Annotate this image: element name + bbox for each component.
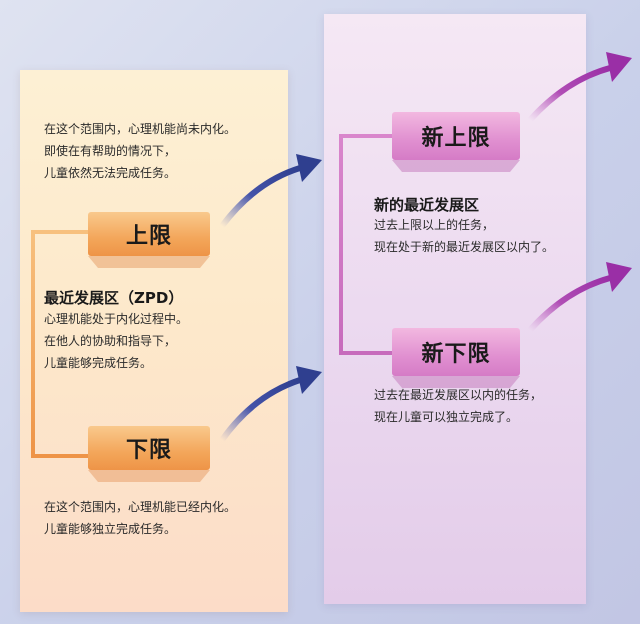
text-line: 在这个范围内，心理机能已经内化。 (44, 500, 237, 514)
arrow-right-up-icon (219, 154, 322, 229)
zpd-heading: 最近发展区（ZPD） (44, 289, 184, 307)
text-line: 儿童能够独立完成任务。 (44, 522, 177, 536)
badge-shadow (88, 470, 210, 482)
lower-zone-text: 在这个范围内，心理机能已经内化。 儿童能够独立完成任务。 (44, 496, 236, 540)
badge-shadow (88, 256, 210, 268)
new-upper-limit-badge: 新上限 (392, 112, 520, 160)
upper-zone-text: 在这个范围内，心理机能尚未内化。 即使在有帮助的情况下， 儿童依然无法完成任务。 (44, 118, 236, 184)
arrow-right-up-icon (527, 52, 632, 123)
left-bracket-line (31, 230, 88, 458)
new-zpd-heading: 新的最近发展区 (374, 196, 480, 214)
text-line: 过去在最近发展区以内的任务， (374, 388, 543, 402)
new-lower-limit-badge: 新下限 (392, 328, 520, 376)
right-bracket-line (339, 134, 392, 355)
zpd-text: 心理机能处于内化过程中。 在他人的协助和指导下， 儿童能够完成任务。 (44, 308, 188, 374)
arrow-right-up-icon (219, 366, 322, 443)
text-line: 现在处于新的最近发展区以内了。 (374, 240, 555, 254)
arrow-right-up-icon (527, 262, 632, 333)
new-upper-limit-label: 新上限 (421, 126, 491, 151)
text-line: 心理机能处于内化过程中。 (44, 312, 189, 326)
left-panel (20, 70, 288, 612)
text-line: 儿童依然无法完成任务。 (44, 166, 177, 180)
lower-limit-badge: 下限 (88, 426, 210, 470)
upper-limit-badge: 上限 (88, 212, 210, 256)
text-line: 过去上限以上的任务， (374, 218, 495, 232)
text-line: 在这个范围内，心理机能尚未内化。 (44, 122, 237, 136)
text-line: 现在儿童可以独立完成了。 (374, 410, 519, 424)
lower-limit-label: 下限 (125, 438, 172, 463)
badge-shadow (392, 160, 520, 172)
text-line: 儿童能够完成任务。 (44, 356, 153, 370)
new-zpd-text: 过去上限以上的任务， 现在处于新的最近发展区以内了。 (374, 214, 554, 258)
new-lower-text: 过去在最近发展区以内的任务， 现在儿童可以独立完成了。 (374, 384, 542, 428)
text-line: 即使在有帮助的情况下， (44, 144, 177, 158)
upper-limit-label: 上限 (125, 224, 172, 249)
badge-shadow (392, 376, 520, 388)
new-lower-limit-label: 新下限 (421, 342, 491, 367)
text-line: 在他人的协助和指导下， (44, 334, 177, 348)
